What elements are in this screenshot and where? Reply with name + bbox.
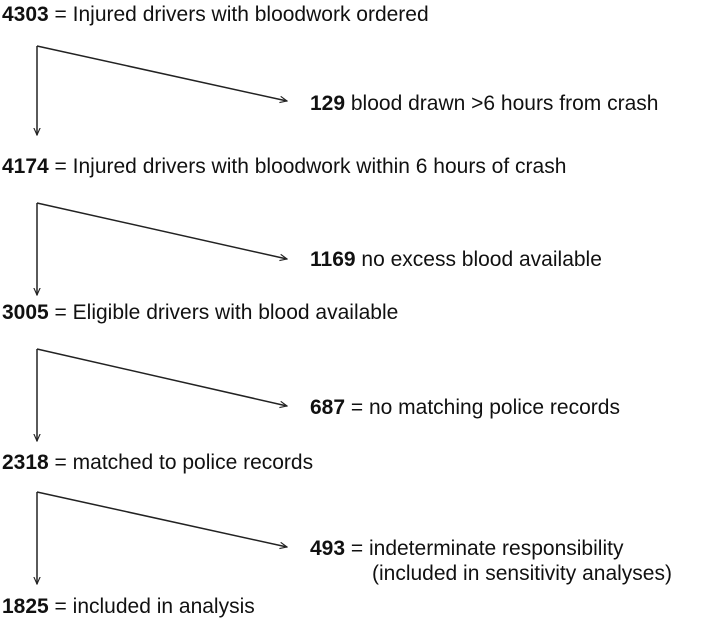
step-text: = matched to police records	[48, 451, 314, 474]
step-5: 1825 = included in analysis	[2, 594, 255, 619]
step-text: = included in analysis	[48, 595, 255, 618]
exclusion-1: 129 blood drawn >6 hours from crash	[310, 91, 658, 116]
step-1: 4303 = Injured drivers with bloodwork or…	[2, 2, 429, 27]
exclusion-count: 129	[310, 92, 346, 115]
exclusion-arrow-3	[36, 348, 287, 406]
exclusion-4: 493 = indeterminate responsibility(inclu…	[310, 536, 672, 586]
exclusion-arrow-1	[36, 45, 287, 101]
exclusion-arrow-2	[36, 202, 287, 259]
step-count: 4303	[2, 3, 49, 26]
exclusion-count: 1169	[310, 248, 356, 271]
exclusion-count: 687	[310, 396, 346, 419]
exclusion-text: = no matching police records	[345, 396, 620, 419]
step-count: 2318	[2, 451, 49, 474]
step-3: 3005 = Eligible drivers with blood avail…	[2, 300, 398, 325]
step-4: 2318 = matched to police records	[2, 450, 313, 475]
exclusion-count: 493	[310, 537, 346, 560]
exclusion-text: = indeterminate responsibility	[345, 537, 624, 560]
step-count: 3005	[2, 301, 49, 324]
step-text: = Injured drivers with bloodwork within …	[48, 155, 567, 178]
exclusion-text: blood drawn >6 hours from crash	[345, 92, 659, 115]
step-2: 4174 = Injured drivers with bloodwork wi…	[2, 154, 566, 179]
exclusion-2: 1169 no excess blood available	[310, 247, 602, 272]
exclusion-arrow-4	[36, 491, 287, 547]
exclusion-text: no excess blood available	[355, 248, 602, 271]
step-count: 4174	[2, 155, 49, 178]
exclusion-note: (included in sensitivity analyses)	[372, 562, 672, 585]
step-text: = Injured drivers with bloodwork ordered	[48, 3, 429, 26]
exclusion-3: 687 = no matching police records	[310, 395, 620, 420]
step-text: = Eligible drivers with blood available	[48, 301, 399, 324]
step-count: 1825	[2, 595, 49, 618]
